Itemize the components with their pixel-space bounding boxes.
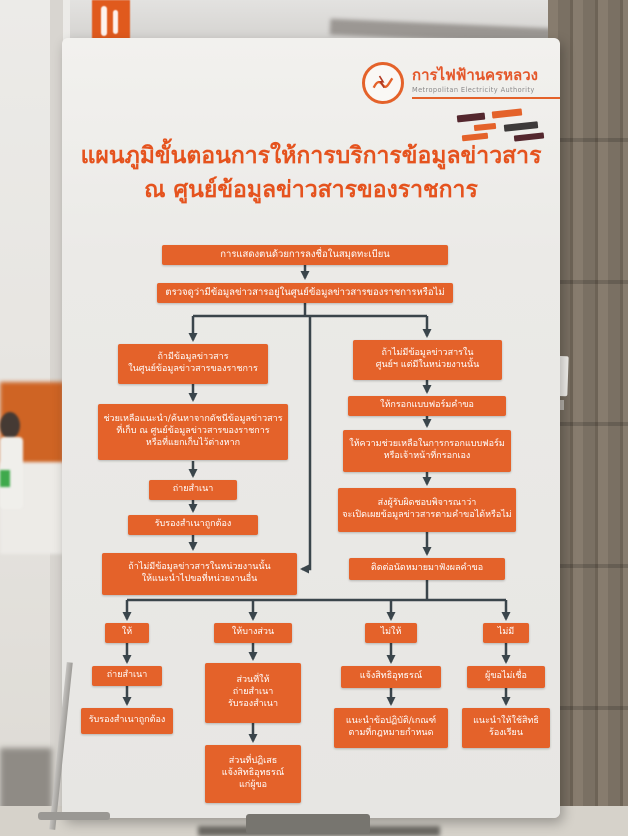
outcome-partial-grant-box: ส่วนที่ให้ ถ่ายสำเนา รับรองสำเนา	[205, 663, 301, 723]
mea-emblem-icon	[372, 75, 394, 89]
outcome-grant-copy-box: ถ่ายสำเนา	[92, 666, 162, 686]
left-certify-box: รับรองสำเนาถูกต้อง	[128, 515, 258, 535]
sign-text-blur	[113, 10, 118, 34]
org-name-thai: การไฟฟ้านครหลวง	[412, 66, 538, 85]
outcome-grant-certify-box: รับรองสำเนาถูกต้อง	[81, 708, 173, 734]
information-flowchart-poster: การไฟฟ้านครหลวง Metropolitan Electricity…	[62, 38, 560, 818]
org-name-english: Metropolitan Electricity Authority	[412, 85, 535, 94]
outcome-deny-head-box: ไม่ให้	[365, 623, 417, 643]
left-branch-head-box: ถ้ามีข้อมูลข่าวสาร ในศูนย์ข้อมูลข่าวสารข…	[118, 344, 268, 384]
outcome-none-complain-box: แนะนำให้ใช้สิทธิ ร้องเรียน	[462, 708, 550, 748]
right-consider-box: ส่งผู้รับผิดชอบพิจารณาว่า จะเปิดเผยข้อมู…	[338, 488, 516, 532]
green-sign	[0, 470, 10, 487]
logo-underline	[412, 96, 560, 99]
poster-title-line2: ณ ศูนย์ข้อมูลข่าวสารของราชการ	[144, 176, 478, 203]
flow-check-box: ตรวจดูว่ามีข้อมูลข่าวสารอยู่ในศูนย์ข้อมู…	[157, 283, 453, 303]
right-form-box: ให้กรอกแบบฟอร์มคำขอ	[348, 396, 506, 416]
poster-base	[246, 814, 370, 834]
outcome-grant-head-box: ให้	[105, 623, 149, 643]
stand-foot	[38, 812, 110, 820]
flow-connectors	[122, 265, 511, 743]
outcome-deny-appeal-box: แจ้งสิทธิอุทธรณ์	[341, 666, 441, 688]
person-body	[0, 437, 23, 509]
mea-logo-text: การไฟฟ้านครหลวง Metropolitan Electricity…	[412, 67, 560, 99]
sign-text-blur	[101, 6, 107, 36]
left-copy-box: ถ่ายสำเนา	[149, 480, 237, 500]
outcome-none-head-box: ไม่มี	[483, 623, 529, 643]
flow-start-box: การแสดงตนด้วยการลงชื่อในสมุดทะเบียน	[162, 245, 448, 265]
poster-title: แผนภูมิขั้นตอนการให้การบริการข้อมูลข่าวส…	[62, 142, 560, 206]
right-assist-form-box: ให้ความช่วยเหลือในการกรอกแบบฟอร์ม หรือเจ…	[343, 430, 511, 472]
outcome-partial-refuse-box: ส่วนที่ปฏิเสธ แจ้งสิทธิอุทธรณ์ แก่ผู้ขอ	[205, 745, 301, 803]
mea-logo-icon	[362, 62, 404, 104]
person-head	[0, 412, 20, 439]
orange-ceiling-sign	[92, 0, 130, 44]
outcome-deny-advise-box: แนะนำข้อปฏิบัติ/เกณฑ์ ตามที่กฎหมายกำหนด	[334, 708, 448, 748]
left-not-in-agency-box: ถ้าไม่มีข้อมูลข่าวสารในหน่วยงานนั้น ให้แ…	[102, 553, 297, 595]
left-assist-box: ช่วยเหลือแนะนำ/ค้นหาจากดัชนีข้อมูลข่าวสา…	[98, 404, 288, 460]
right-branch-head-box: ถ้าไม่มีข้อมูลข่าวสารใน ศูนย์ฯ แต่มีในหน…	[353, 340, 502, 380]
poster-title-line1: แผนภูมิขั้นตอนการให้การบริการข้อมูลข่าวส…	[80, 143, 542, 169]
mea-logo: การไฟฟ้านครหลวง Metropolitan Electricity…	[362, 56, 577, 110]
outcome-none-disbelieve-box: ผู้ขอไม่เชื่อ	[467, 666, 545, 688]
right-appointment-box: ติดต่อนัดหมายมาฟังผลคำขอ	[349, 558, 505, 580]
outcome-partial-head-box: ให้บางส่วน	[214, 623, 292, 643]
